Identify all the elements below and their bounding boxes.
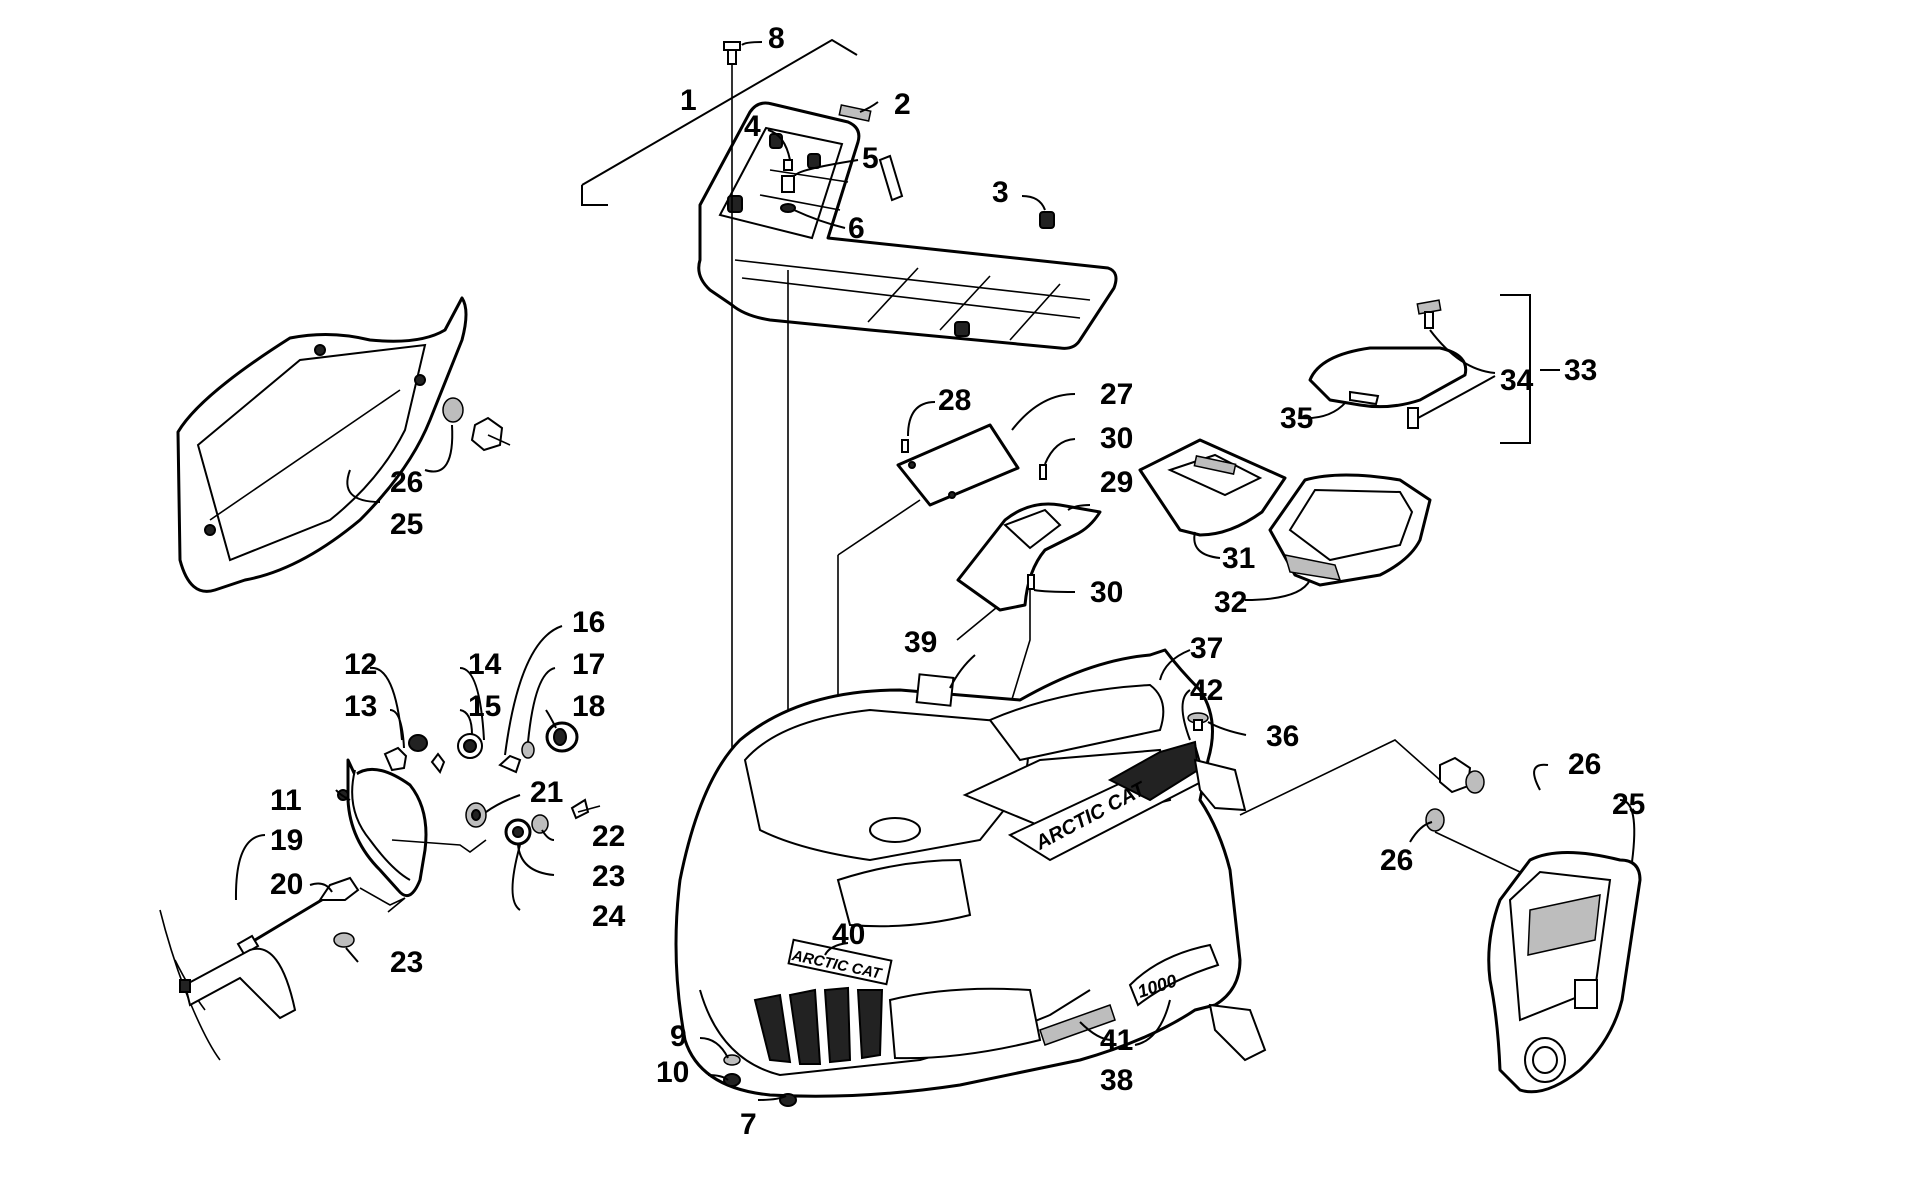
callout-15: 15 bbox=[468, 690, 501, 723]
callout-16: 16 bbox=[572, 606, 605, 639]
callout-8: 8 bbox=[768, 22, 785, 55]
callout-17: 17 bbox=[572, 648, 605, 681]
callout-22: 22 bbox=[592, 820, 625, 853]
headlight-assembly bbox=[159, 721, 601, 1061]
callout-39: 39 bbox=[904, 626, 937, 659]
callout-37: 37 bbox=[1190, 632, 1223, 665]
lower-fasteners bbox=[723, 1054, 797, 1107]
callout-23-lower: 23 bbox=[390, 946, 423, 979]
callout-3: 3 bbox=[992, 176, 1009, 209]
callout-1: 1 bbox=[680, 84, 697, 117]
callout-36: 36 bbox=[1266, 720, 1299, 753]
callout-33: 33 bbox=[1564, 354, 1597, 387]
callout-5: 5 bbox=[862, 142, 879, 175]
callout-26-left: 26 bbox=[390, 466, 423, 499]
callout-30-lower: 30 bbox=[1090, 576, 1123, 609]
callout-19: 19 bbox=[270, 824, 303, 857]
callout-25-right: 25 bbox=[1612, 788, 1645, 821]
callout-27: 27 bbox=[1100, 378, 1133, 411]
callout-4: 4 bbox=[744, 110, 761, 143]
right-side-panel bbox=[1425, 756, 1642, 1094]
callout-12: 12 bbox=[344, 648, 377, 681]
callout-25-left: 25 bbox=[390, 508, 423, 541]
callout-14: 14 bbox=[468, 648, 502, 681]
callout-13: 13 bbox=[344, 690, 377, 723]
callout-41: 41 bbox=[1100, 1024, 1133, 1057]
callout-26-right: 26 bbox=[1568, 748, 1601, 781]
left-side-panel bbox=[176, 296, 511, 593]
callout-9: 9 bbox=[670, 1020, 687, 1053]
storage-components bbox=[896, 294, 1531, 612]
callout-26-lower: 26 bbox=[1380, 844, 1413, 877]
front-rack-assembly bbox=[581, 38, 1118, 350]
callout-23-upper: 23 bbox=[592, 860, 625, 893]
callout-leader-lines bbox=[234, 41, 1636, 1101]
callout-2: 2 bbox=[894, 88, 911, 121]
callout-35: 35 bbox=[1280, 402, 1313, 435]
callout-32: 32 bbox=[1214, 586, 1247, 619]
callout-42: 42 bbox=[1190, 674, 1223, 707]
callout-18: 18 bbox=[572, 690, 605, 723]
callout-40: 40 bbox=[832, 918, 865, 951]
callout-10: 10 bbox=[656, 1056, 689, 1089]
callout-28: 28 bbox=[938, 384, 971, 417]
push-rivet bbox=[1187, 712, 1209, 731]
callout-30-upper: 30 bbox=[1100, 422, 1133, 455]
callout-21: 21 bbox=[530, 776, 563, 809]
callout-7: 7 bbox=[740, 1108, 757, 1141]
callout-labels: 1 2 3 4 5 6 7 8 9 10 11 12 13 14 15 16 1… bbox=[270, 22, 1645, 1141]
callout-29: 29 bbox=[1100, 466, 1133, 499]
callout-34: 34 bbox=[1500, 364, 1534, 397]
callout-20: 20 bbox=[270, 868, 303, 901]
callout-11: 11 bbox=[270, 784, 302, 817]
callout-31: 31 bbox=[1222, 542, 1255, 575]
callout-24: 24 bbox=[592, 900, 626, 933]
callout-6: 6 bbox=[848, 212, 865, 245]
callout-38: 38 bbox=[1100, 1064, 1133, 1097]
front-fender-body: ARCTIC CAT ARCTIC CAT 1000 bbox=[674, 648, 1267, 1098]
